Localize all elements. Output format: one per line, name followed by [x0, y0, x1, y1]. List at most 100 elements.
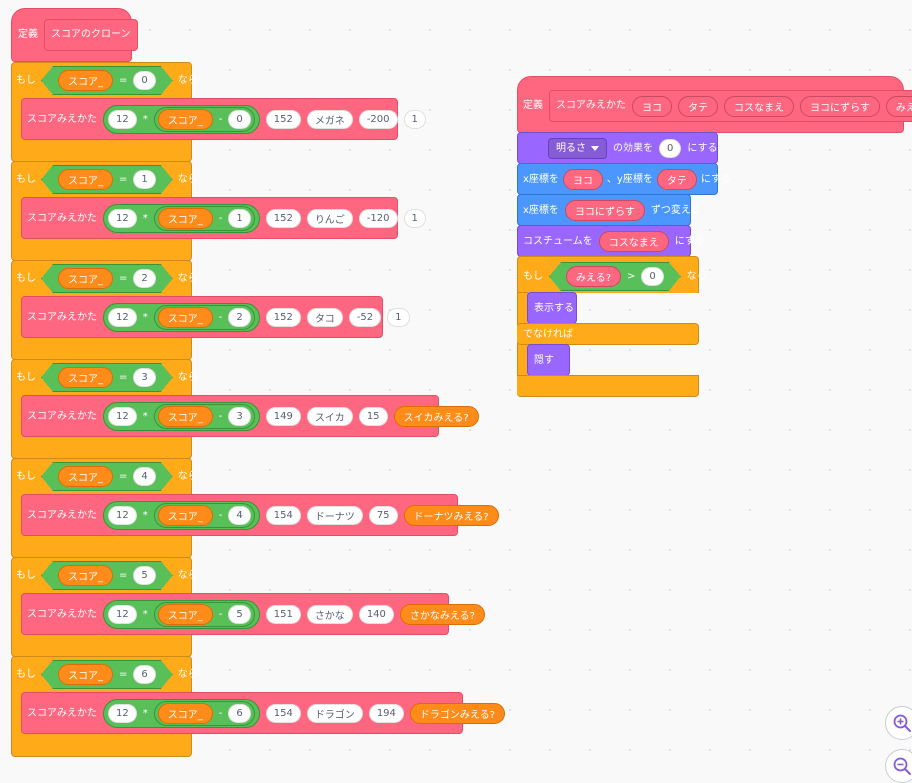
goto-y-reporter[interactable]: タテ [656, 169, 697, 190]
equals-value-input[interactable]: 6 [133, 665, 155, 684]
costume-name-input[interactable]: りんご [306, 209, 353, 228]
greater-than-operator[interactable]: みえる? > 0 [549, 262, 681, 291]
multiply-operator[interactable]: 12*スコア_-0 [103, 105, 260, 134]
subtract-value-input[interactable]: 2 [228, 308, 251, 327]
visible-reporter[interactable]: みえる? [566, 266, 621, 287]
costume-name-input[interactable]: スイカ [306, 407, 353, 426]
y-input[interactable]: 152 [265, 209, 301, 228]
subtract-value-input[interactable]: 1 [228, 209, 251, 228]
x-shift-input[interactable]: 140 [358, 605, 394, 624]
subtract-operator[interactable]: スコア_-0 [153, 107, 255, 132]
define-hat-block[interactable]: 定義 スコアのクローン [11, 8, 138, 62]
subtract-operator[interactable]: スコア_-3 [153, 404, 255, 429]
multiply-operator[interactable]: 12*スコア_-3 [103, 402, 260, 431]
costume-reporter[interactable]: コスなまえ [598, 231, 669, 252]
subtract-operator[interactable]: スコア_-6 [153, 701, 255, 726]
equals-value-input[interactable]: 5 [133, 566, 155, 585]
costume-name-input[interactable]: タコ [306, 308, 343, 327]
param-yoko[interactable]: ヨコ [632, 95, 672, 117]
y-input[interactable]: 154 [265, 704, 301, 723]
effect-value-input[interactable]: 0 [659, 139, 682, 158]
score-variable-reporter[interactable]: スコア_ [157, 703, 213, 724]
visible-variable-reporter[interactable]: スイカみえる? [393, 406, 479, 427]
multiply-operator[interactable]: 12*スコア_-2 [103, 303, 260, 332]
goto-x-reporter[interactable]: ヨコ [562, 169, 603, 190]
factor-input[interactable]: 12 [108, 209, 137, 228]
score-variable-reporter[interactable]: スコア_ [58, 268, 113, 289]
score-variable-reporter[interactable]: スコア_ [58, 664, 113, 685]
visible-input[interactable]: 1 [403, 209, 426, 228]
subtract-operator[interactable]: スコア_-5 [153, 602, 255, 627]
multiply-operator[interactable]: 12*スコア_-5 [103, 600, 260, 629]
equals-operator[interactable]: スコア_=6 [41, 660, 173, 689]
else-band[interactable]: でなければ [517, 323, 699, 345]
equals-operator[interactable]: スコア_=2 [41, 264, 173, 293]
param-visible[interactable]: みえる? [885, 95, 912, 117]
factor-input[interactable]: 12 [108, 308, 137, 327]
multiply-operator[interactable]: 12*スコア_-4 [103, 501, 260, 530]
score-variable-reporter[interactable]: スコア_ [157, 406, 213, 427]
equals-value-input[interactable]: 1 [133, 170, 155, 189]
visible-input[interactable]: 1 [403, 110, 426, 129]
subtract-operator[interactable]: スコア_-4 [153, 503, 255, 528]
equals-operator[interactable]: スコア_=4 [41, 462, 173, 491]
score-variable-reporter[interactable]: スコア_ [157, 109, 213, 130]
set-effect-block[interactable]: 明るさ の効果を 0 にする [517, 132, 718, 164]
score-variable-reporter[interactable]: スコア_ [157, 307, 213, 328]
zoom-out-button[interactable] [885, 749, 912, 783]
factor-input[interactable]: 12 [108, 110, 137, 129]
factor-input[interactable]: 12 [108, 704, 137, 723]
equals-value-input[interactable]: 3 [133, 368, 155, 387]
costume-name-input[interactable]: メガネ [306, 110, 353, 129]
y-input[interactable]: 152 [265, 110, 301, 129]
x-shift-input[interactable]: -120 [358, 209, 398, 228]
hide-block[interactable]: 隠す [527, 344, 570, 376]
x-shift-input[interactable]: 75 [368, 506, 398, 525]
score-variable-reporter[interactable]: スコア_ [58, 367, 113, 388]
switch-costume-block[interactable]: コスチュームを コスなまえ にする [517, 225, 705, 257]
equals-operator[interactable]: スコア_=0 [41, 66, 173, 95]
effect-dropdown[interactable]: 明るさ [548, 138, 607, 159]
if-else-block-top[interactable]: もし みえる? > 0 なら [517, 256, 707, 293]
y-input[interactable]: 151 [265, 605, 301, 624]
subtract-value-input[interactable]: 0 [228, 110, 251, 129]
multiply-operator[interactable]: 12*スコア_-1 [103, 204, 260, 233]
subtract-operator[interactable]: スコア_-2 [153, 305, 255, 330]
define-hat-block-2[interactable]: 定義 スコアみえかた ヨコ タテ コスなまえ ヨコにずらす みえる? [517, 76, 912, 133]
score-variable-reporter[interactable]: スコア_ [58, 169, 113, 190]
equals-operator[interactable]: スコア_=5 [41, 561, 173, 590]
goto-xy-block[interactable]: x座標を ヨコ 、y座標を タテ にする [517, 163, 731, 195]
score-variable-reporter[interactable]: スコア_ [58, 565, 113, 586]
factor-input[interactable]: 12 [108, 605, 137, 624]
score-variable-reporter[interactable]: スコア_ [157, 208, 213, 229]
subtract-value-input[interactable]: 5 [228, 605, 251, 624]
x-shift-input[interactable]: 15 [358, 407, 388, 426]
y-input[interactable]: 154 [265, 506, 301, 525]
costume-name-input[interactable]: さかな [306, 605, 353, 624]
zoom-in-button[interactable] [885, 706, 912, 740]
visible-variable-reporter[interactable]: さかなみえる? [399, 604, 485, 625]
subtract-value-input[interactable]: 4 [228, 506, 251, 525]
equals-value-input[interactable]: 0 [133, 71, 155, 90]
change-x-reporter[interactable]: ヨコにずらす [564, 200, 645, 221]
param-tate[interactable]: タテ [678, 95, 718, 117]
change-x-block[interactable]: x座標を ヨコにずらす ずつ変える [517, 194, 701, 226]
visible-input[interactable]: 1 [387, 308, 410, 327]
subtract-value-input[interactable]: 6 [228, 704, 251, 723]
define-prototype-block[interactable]: スコアのクローン [44, 19, 138, 51]
equals-operator[interactable]: スコア_=3 [41, 363, 173, 392]
factor-input[interactable]: 12 [108, 506, 137, 525]
score-variable-reporter[interactable]: スコア_ [58, 70, 113, 91]
score-variable-reporter[interactable]: スコア_ [157, 604, 213, 625]
multiply-operator[interactable]: 12*スコア_-6 [103, 699, 260, 728]
param-yoko-shift[interactable]: ヨコにずらす [800, 95, 880, 117]
score-variable-reporter[interactable]: スコア_ [157, 505, 213, 526]
equals-value-input[interactable]: 2 [133, 269, 155, 288]
